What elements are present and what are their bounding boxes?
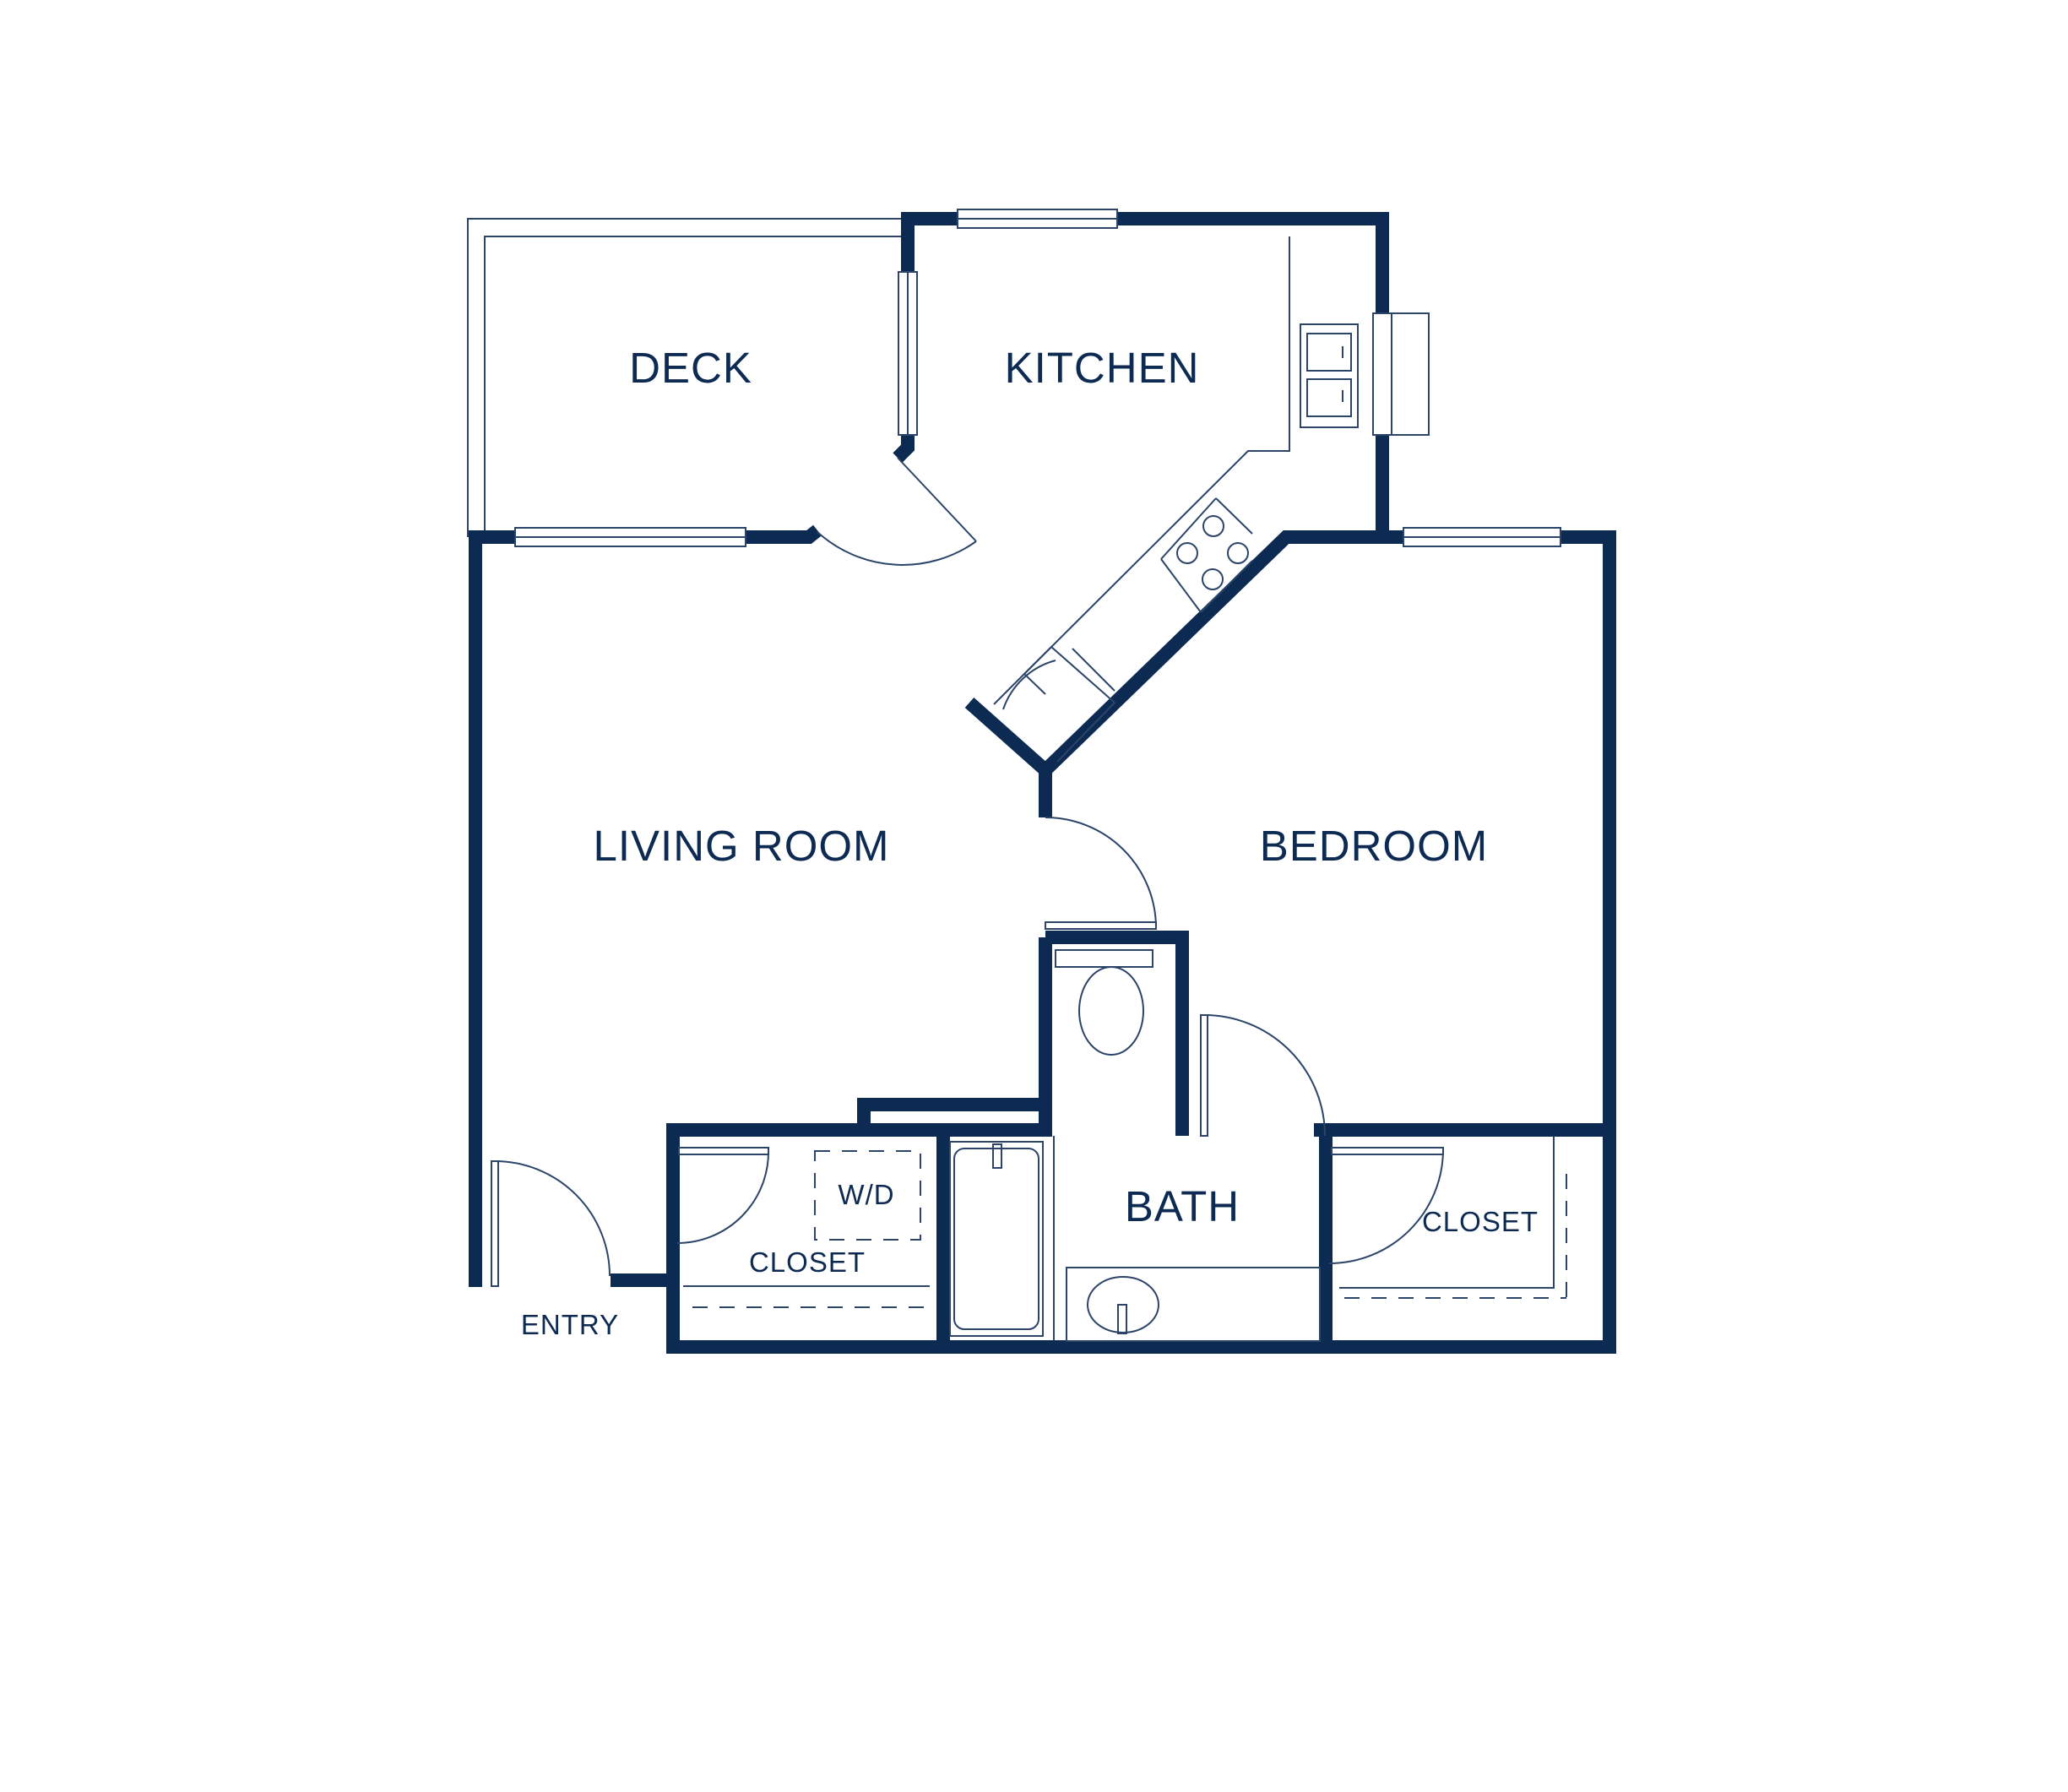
label-kitchen: KITCHEN <box>1005 344 1200 392</box>
windows <box>514 209 1561 547</box>
refrigerator <box>993 645 1116 763</box>
label-bedroom: BEDROOM <box>1260 822 1489 870</box>
window-kitchen-right <box>1372 312 1392 436</box>
kitchen-fixtures <box>993 236 1359 763</box>
label-closet-left: CLOSET <box>749 1246 866 1278</box>
toilet <box>1078 966 1144 1056</box>
bathtub <box>949 1141 1044 1337</box>
doors <box>491 457 1444 1287</box>
label-deck: DECK <box>629 344 752 392</box>
label-living-room: LIVING ROOM <box>593 822 889 870</box>
bath-fixtures <box>949 949 1321 1342</box>
closet-details <box>683 1136 1567 1308</box>
label-entry: ENTRY <box>521 1309 619 1340</box>
sink <box>1300 323 1359 428</box>
toilet-tank <box>1055 949 1153 968</box>
washer-dryer-box <box>814 1150 921 1241</box>
deck-outline <box>467 218 905 537</box>
label-bath: BATH <box>1125 1182 1240 1230</box>
label-washer-dryer: W/D <box>838 1179 894 1210</box>
stove <box>1160 497 1253 613</box>
walls <box>469 212 1616 1354</box>
vanity <box>1066 1267 1321 1342</box>
label-closet-right: CLOSET <box>1422 1206 1539 1237</box>
